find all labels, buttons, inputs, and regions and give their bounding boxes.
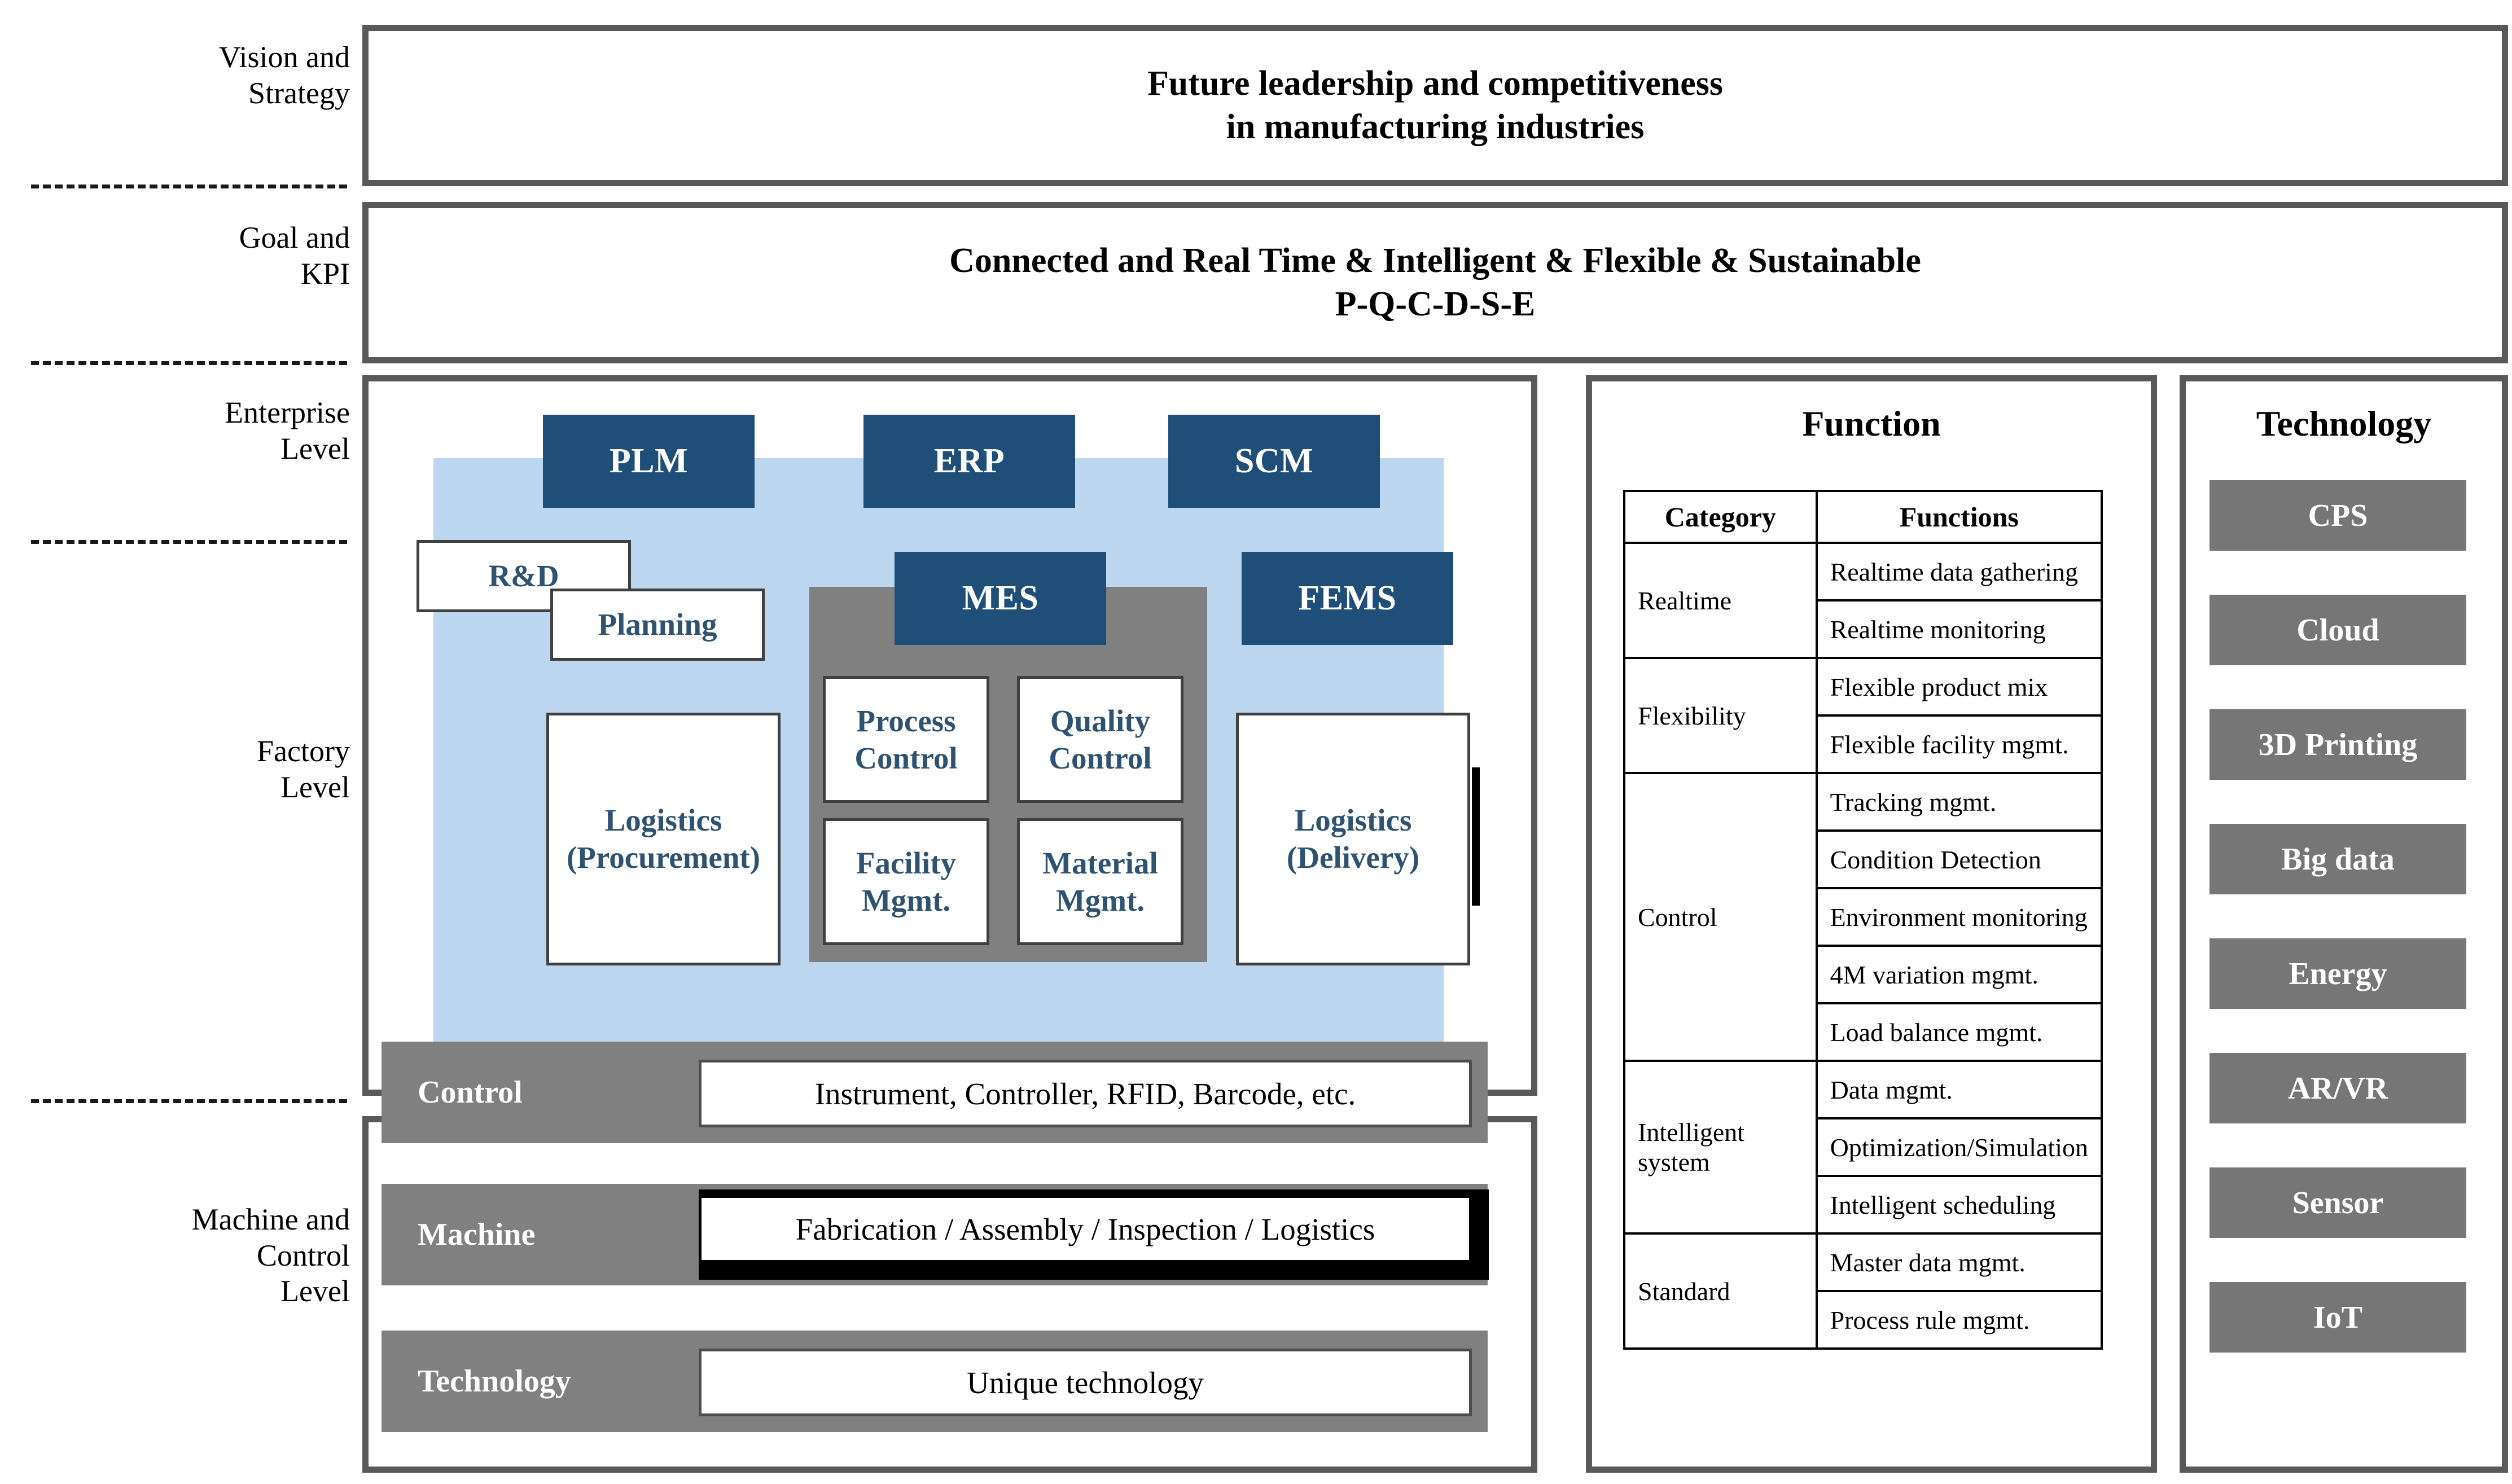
technology-item[interactable]: AR/VR xyxy=(2209,1053,2466,1123)
table-row: Load balance mgmt. xyxy=(1624,1002,2103,1062)
technology-item[interactable]: 3D Printing xyxy=(2209,709,2466,780)
system-box-fems[interactable]: FEMS xyxy=(1242,552,1453,645)
separator-vision-goal xyxy=(31,185,347,188)
table-row: Condition Detection xyxy=(1624,829,2103,889)
system-box-erp[interactable]: ERP xyxy=(863,415,1075,508)
separator-factory-machine xyxy=(31,1099,347,1103)
function-name-cell: Load balance mgmt. xyxy=(1815,1002,2103,1062)
function-name-cell: Process rule mgmt. xyxy=(1815,1290,2103,1350)
table-row: 4M variation mgmt. xyxy=(1624,945,2103,1004)
function-category-cell: Standard xyxy=(1623,1232,1818,1350)
factory-box-rnd[interactable]: R&D xyxy=(417,540,631,612)
table-row: Intelligent scheduling xyxy=(1624,1175,2103,1235)
goal-banner: Connected and Real Time & Intelligent & … xyxy=(362,202,2508,363)
function-category-cell: Control xyxy=(1623,772,1818,1062)
function-name-cell: Intelligent scheduling xyxy=(1815,1175,2103,1235)
logistics-delivery-accent-bar xyxy=(1472,767,1480,906)
function-category-cell: Flexibility xyxy=(1623,657,1818,774)
bottom-row-control-label: Control xyxy=(418,1075,523,1110)
technology-item[interactable]: Sensor xyxy=(2209,1167,2466,1238)
table-row: Realtime monitoring xyxy=(1624,599,2103,659)
table-row: Flexible facility mgmt. xyxy=(1624,714,2103,774)
function-table-header-functions: Functions xyxy=(1815,490,2103,544)
function-name-cell: Optimization/Simulation xyxy=(1815,1117,2103,1177)
technology-item[interactable]: CPS xyxy=(2209,480,2466,551)
function-table-header-category: Category xyxy=(1623,490,1818,544)
function-name-cell: Environment monitoring xyxy=(1815,887,2103,947)
function-name-cell: Flexible product mix xyxy=(1815,657,2103,717)
table-row: Process rule mgmt. xyxy=(1624,1290,2103,1350)
separator-enterprise-factory xyxy=(31,540,347,544)
factory-box-logistics-delivery[interactable]: Logistics(Delivery) xyxy=(1236,713,1470,965)
technology-item[interactable]: Big data xyxy=(2209,824,2466,894)
function-name-cell: Realtime data gathering xyxy=(1815,542,2103,601)
technology-item[interactable]: Energy xyxy=(2209,938,2466,1009)
table-row: Optimization/Simulation xyxy=(1624,1117,2103,1177)
function-name-cell: Data mgmt. xyxy=(1815,1060,2103,1119)
function-table-header-row: Category Functions xyxy=(1623,490,2103,544)
function-name-cell: Condition Detection xyxy=(1815,829,2103,889)
system-box-scm[interactable]: SCM xyxy=(1168,415,1380,508)
function-name-cell: Tracking mgmt. xyxy=(1815,772,2103,832)
table-row: Environment monitoring xyxy=(1624,887,2103,947)
function-name-cell: Flexible facility mgmt. xyxy=(1815,714,2103,774)
bottom-row-technology-value[interactable]: Unique technology xyxy=(699,1349,1472,1416)
function-name-cell: Realtime monitoring xyxy=(1815,599,2103,659)
system-box-plm[interactable]: PLM xyxy=(543,415,755,508)
factory-box-planning[interactable]: Planning xyxy=(550,589,765,661)
bottom-row-machine-value[interactable]: Fabrication / Assembly / Inspection / Lo… xyxy=(699,1195,1472,1263)
system-box-mes[interactable]: MES xyxy=(895,552,1106,645)
technology-item[interactable]: Cloud xyxy=(2209,595,2466,665)
function-name-cell: 4M variation mgmt. xyxy=(1815,945,2103,1004)
function-panel-title: Function xyxy=(1802,403,1941,444)
separator-goal-enterprise xyxy=(31,361,347,365)
function-name-cell: Master data mgmt. xyxy=(1815,1232,2103,1292)
bottom-row-control-value[interactable]: Instrument, Controller, RFID, Barcode, e… xyxy=(699,1060,1472,1127)
bottom-row-technology-label: Technology xyxy=(418,1364,571,1399)
goal-banner-text: Connected and Real Time & Intelligent & … xyxy=(949,241,1921,324)
technology-panel-title: Technology xyxy=(2256,403,2432,444)
factory-box-logistics-procurement[interactable]: Logistics(Procurement) xyxy=(546,713,781,965)
function-category-cell: Realtime xyxy=(1623,542,1818,659)
bottom-row-machine-label: Machine xyxy=(418,1217,536,1252)
technology-item[interactable]: IoT xyxy=(2209,1282,2466,1353)
